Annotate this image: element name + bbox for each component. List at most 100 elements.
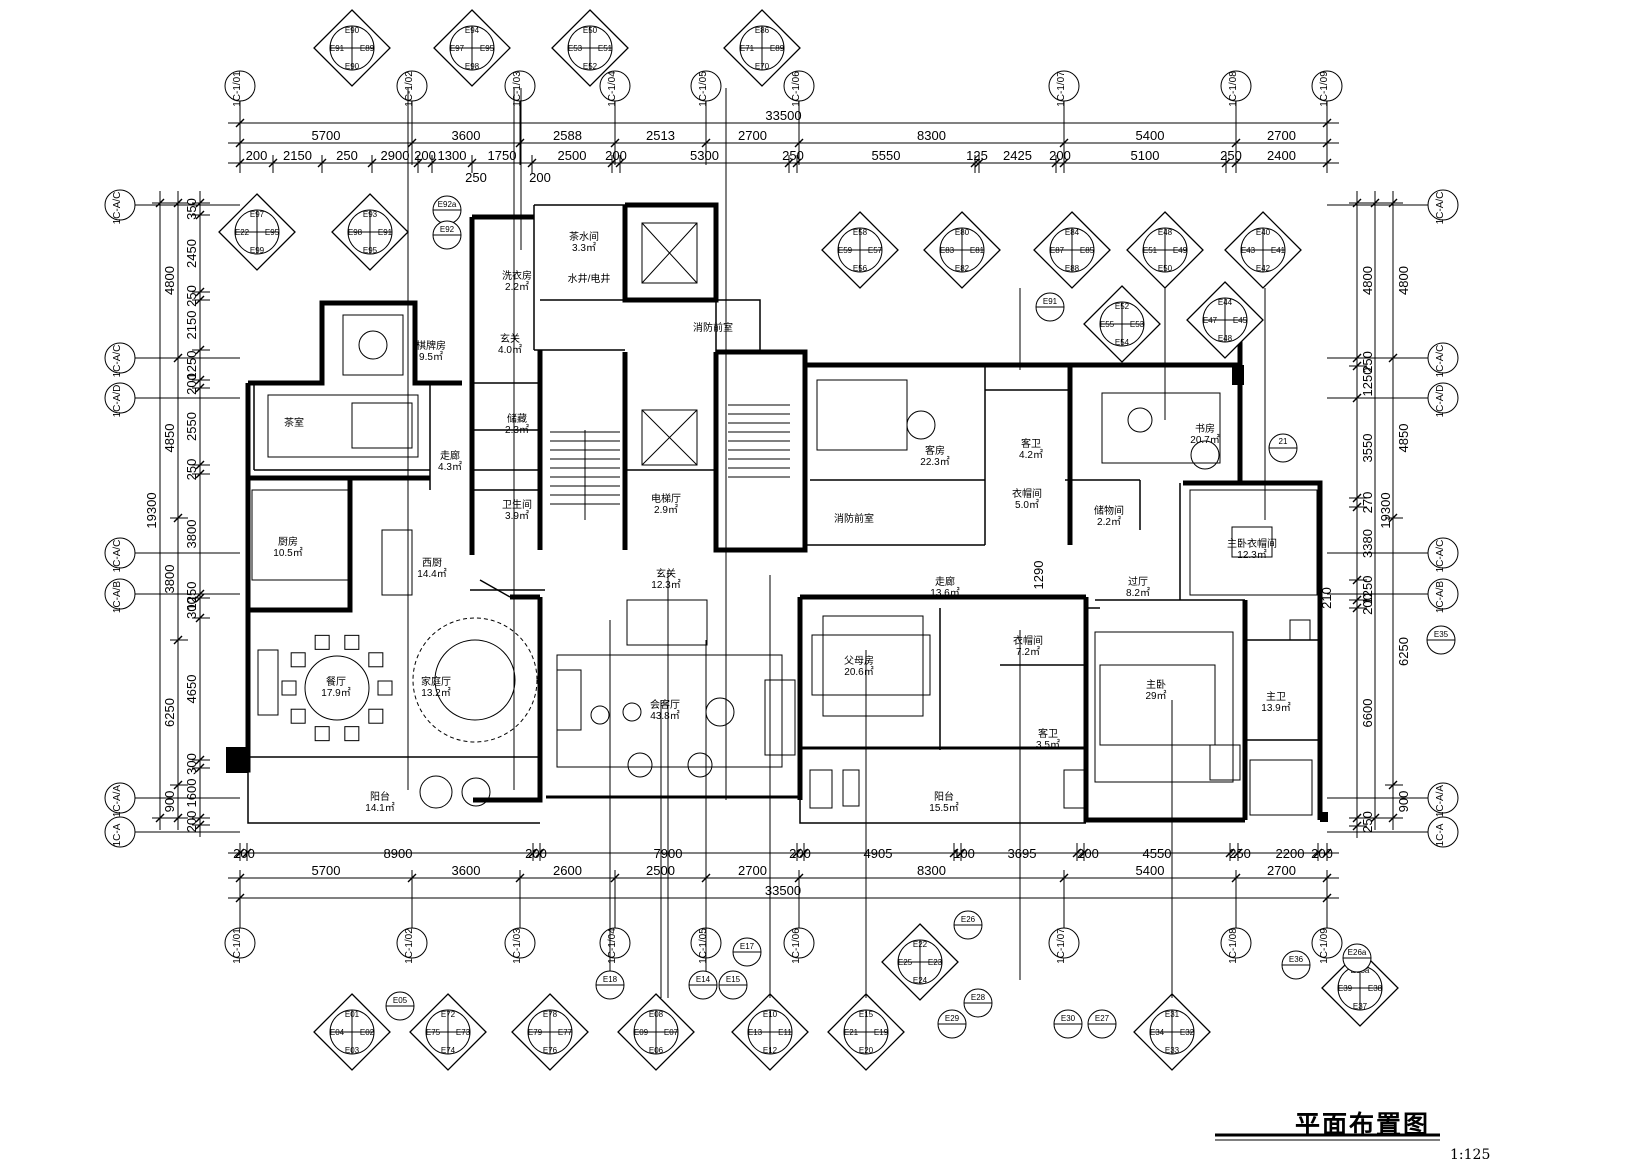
grid-bubble: 1C-A/B xyxy=(1427,578,1459,613)
furniture xyxy=(251,222,1318,816)
balcony-chair xyxy=(1063,769,1087,809)
dim-label: 1250 xyxy=(184,582,199,611)
grid-label: 1C-1/09 xyxy=(1319,928,1330,964)
room-area: 14.4㎡ xyxy=(417,568,446,580)
room-area: 3.3㎡ xyxy=(572,242,596,254)
elevation-marker: E17 xyxy=(732,937,762,967)
grid-circle xyxy=(1427,342,1459,374)
tag-code: E51 xyxy=(598,44,613,53)
family-sofa-arc xyxy=(434,639,516,721)
elevation-marker: E30 xyxy=(1053,1009,1083,1039)
family-rug xyxy=(412,617,538,743)
wall xyxy=(248,300,462,386)
dim-label: 1300 xyxy=(438,148,467,163)
shaft-cross xyxy=(641,409,698,466)
tag-code: E89 xyxy=(360,44,375,53)
tag-code: E20 xyxy=(859,1046,874,1055)
tag-code: E21 xyxy=(844,1028,859,1037)
wall xyxy=(1183,480,1323,600)
tag-code: E84 xyxy=(1065,228,1080,237)
tag-code: E57 xyxy=(868,246,883,255)
grid-label: 1C-1/04 xyxy=(607,928,618,964)
grid-label: 1C-A/A xyxy=(112,785,123,818)
grid-label: 1C-1/03 xyxy=(512,928,523,964)
marker-code: E26 xyxy=(961,915,976,924)
grid-bubble: 1C-A/C xyxy=(1427,189,1459,224)
tag-code: E88 xyxy=(1065,264,1080,273)
grid-bubble: 1C-A/A xyxy=(104,782,136,818)
dim-label: 2500 xyxy=(646,863,675,878)
dim-label: 250 xyxy=(1360,351,1375,373)
tag-code: E01 xyxy=(345,1010,360,1019)
tag-code: E10 xyxy=(763,1010,778,1019)
grid-bubble: 1C-1/03 xyxy=(504,70,536,107)
marker-code: E30 xyxy=(1061,1014,1076,1023)
dim-label: 270 xyxy=(1360,492,1375,514)
grid-circle xyxy=(224,70,256,102)
dim-label: 2200 xyxy=(1276,846,1305,861)
tag-code: E48 xyxy=(1218,334,1233,343)
grid-bubble: 1C-A/D xyxy=(1427,382,1459,417)
tag-code: E31 xyxy=(1165,1010,1180,1019)
tag-code: E95 xyxy=(265,228,280,237)
room-area: 2.2㎡ xyxy=(505,281,529,293)
grid-label: 1C-1/05 xyxy=(698,71,709,107)
tag-code: E52 xyxy=(583,62,598,71)
grid-bubble: 1C-A/C xyxy=(1427,342,1459,377)
dim-label: 200 xyxy=(233,846,255,861)
grid-circle xyxy=(1427,782,1459,814)
dim-label: 5700 xyxy=(312,863,341,878)
grid-bubble: 1C-1/04 xyxy=(599,927,631,964)
dim-label: 5100 xyxy=(1131,148,1160,163)
room-name: 走廊 xyxy=(440,449,460,462)
dim-label: 200 xyxy=(414,148,436,163)
grid-bubble: 1C-A xyxy=(104,816,136,848)
detail-callout: 21 xyxy=(1268,433,1298,463)
grid-circle xyxy=(1427,816,1459,848)
room-name: 玄关 xyxy=(656,567,676,580)
room-name: 走廊 xyxy=(935,575,955,588)
callout-number: 21 xyxy=(1279,437,1288,446)
tag-code: E72 xyxy=(441,1010,456,1019)
armchair xyxy=(627,752,653,778)
dim-label: 200 xyxy=(184,373,199,395)
room-name: 客房 xyxy=(925,444,945,457)
dim-label: 200 xyxy=(1077,846,1099,861)
tag-code: E97 xyxy=(250,210,265,219)
dim-label: 1750 xyxy=(488,148,517,163)
column xyxy=(226,747,248,773)
tag-code: E39 xyxy=(1338,984,1353,993)
room-area: 12.3㎡ xyxy=(1237,549,1266,561)
room-name: 过厅 xyxy=(1128,575,1148,588)
tag-code: E83 xyxy=(940,246,955,255)
room-area: 13.6㎡ xyxy=(930,587,959,599)
tag-code: E03 xyxy=(345,1046,360,1055)
elevation-marker: E92a xyxy=(432,195,462,225)
grid-bubble: 1C-A/D xyxy=(104,382,136,417)
marker-code: E14 xyxy=(696,975,711,984)
wall-thin xyxy=(540,299,761,352)
room-area: 12.3㎡ xyxy=(651,579,680,591)
grid-bubble: 1C-1/05 xyxy=(690,70,722,107)
tag-code: E22 xyxy=(913,940,928,949)
dining-table xyxy=(304,655,370,721)
room-area: 2.3㎡ xyxy=(505,424,529,436)
wall xyxy=(1083,597,1245,823)
grid-label: 1C-A/A xyxy=(1435,785,1446,818)
grid-label: 1C-1/07 xyxy=(1056,928,1067,964)
tag-code: E06 xyxy=(649,1046,664,1055)
tag-code: E55 xyxy=(1100,320,1115,329)
elevation-marker: E29 xyxy=(937,1009,967,1039)
dining-chair xyxy=(344,634,360,650)
tag-code: E40 xyxy=(1256,228,1271,237)
